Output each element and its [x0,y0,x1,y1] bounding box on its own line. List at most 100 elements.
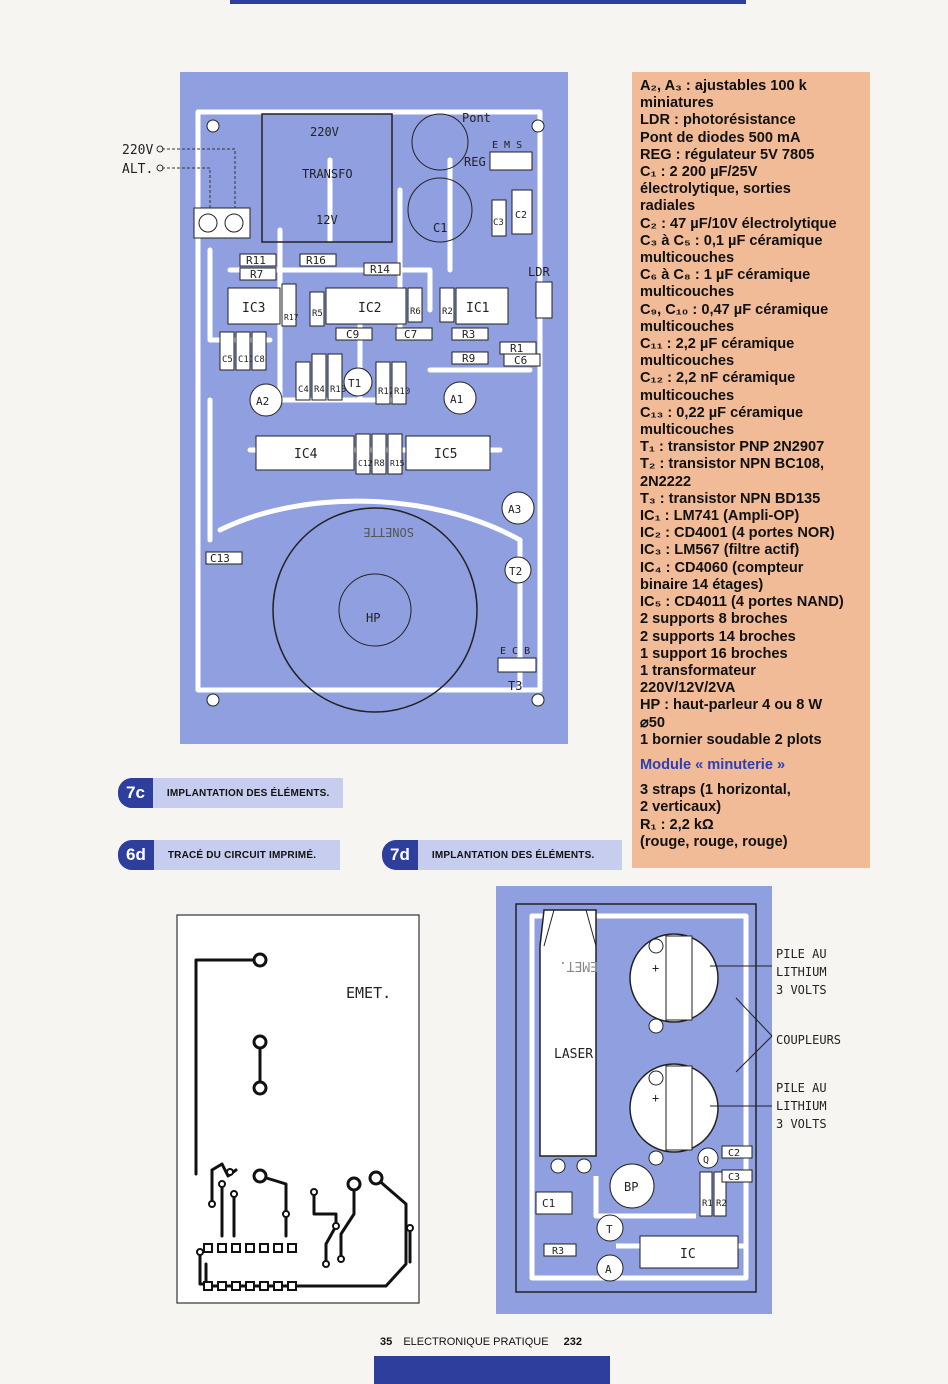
svg-text:REG: REG [464,155,486,169]
parts-list-line: IC₅ : CD4011 (4 portes NAND) [640,594,844,611]
svg-text:R3: R3 [462,328,475,341]
callout-couplers: COUPLEURS [776,1033,841,1047]
svg-text:T3: T3 [508,679,522,693]
parts-list-line: A₂, A₃ : ajustables 100 k [640,78,807,94]
svg-text:C3: C3 [493,218,504,228]
svg-text:C2: C2 [515,210,527,221]
svg-text:HP: HP [366,611,380,625]
trimmer-a3 [501,491,535,525]
parts-list-line: 1 bornier soudable 2 plots [640,731,822,748]
caption-7d-number: 7d [382,840,418,870]
ic4 [255,435,355,471]
svg-text:E M S: E M S [492,140,522,151]
svg-text:C3: C3 [728,1172,740,1183]
parts-list-line: LDR : photorésistance [640,112,796,129]
ldr [535,281,553,319]
svg-text:E C B: E C B [500,646,530,657]
ic [639,1235,739,1269]
parts-list-line: C₁₁ : 2,2 µF céramique [640,336,795,353]
svg-text:R13: R13 [330,385,346,395]
transistor-t3 [497,657,537,673]
board-7d: LASER EMET. + + PILE AU LITHIUM 3 VOLTS … [496,886,868,1314]
parts-list-line: C₂ : 47 µF/10V électrolytique [640,215,837,232]
parts-list-line: C₁₂ : 2,2 nF céramique [640,370,796,387]
parts-list-line: C₃ à C₅ : 0,1 µF céramique [640,232,823,249]
trimmer-a2 [249,383,283,417]
svg-text:R15: R15 [390,459,405,468]
svg-text:LDR: LDR [528,265,550,279]
svg-text:EMET.: EMET. [559,958,598,973]
ic3 [227,287,281,325]
parts-list-line: IC₄ : CD4060 (compteur [640,559,804,576]
module-heading: Module « minuterie » [640,756,786,773]
label-220v-in: 220V [122,143,153,158]
caption-7c-number: 7c [118,778,153,808]
parts-list-line: binaire 14 étages) [640,576,764,593]
svg-text:EMET.: EMET. [346,984,391,1002]
svg-text:+: + [652,1091,659,1105]
parts-list-line: C₉, C₁₀ : 0,47 µF céramique [640,301,829,318]
parts-list-line: ⌀50 [640,714,666,731]
svg-text:TRANSFO: TRANSFO [302,167,353,181]
svg-text:LITHIUM: LITHIUM [776,965,827,979]
svg-text:BP: BP [624,1180,638,1194]
ic1 [455,287,509,325]
parts-list-line: 1 transformateur [640,662,756,679]
svg-text:T2: T2 [509,565,522,578]
transformer [261,113,393,243]
parts-list-line: IC₂ : CD4001 (4 portes NOR) [640,525,835,542]
parts-list-line: multicouches [640,250,735,267]
parts-list-line: Pont de diodes 500 mA [640,129,801,146]
parts-list-line: HP : haut-parleur 4 ou 8 W [640,697,823,714]
svg-text:C7: C7 [404,328,417,341]
svg-text:IC2: IC2 [358,301,381,316]
svg-text:LASER: LASER [554,1047,593,1062]
callout-battery-top: PILE AU [776,947,827,961]
parts-list-line: multicouches [640,318,735,335]
parts-list-line: 2 supports 14 broches [640,628,796,645]
parts-list-line: 2 supports 8 broches [640,611,788,628]
svg-text:C13: C13 [210,552,230,565]
parts-list-line: électrolytique, sorties [640,181,791,198]
caption-7d-text: IMPLANTATION DES ÉLÉMENTS. [417,840,622,870]
caption-6d: 6d TRACÉ DU CIRCUIT IMPRIMÉ. [118,840,340,870]
parts-list-line: radiales [640,198,696,215]
board-6d: EMET. [176,914,422,1306]
speaker-center [338,573,412,647]
caption-7c-text: IMPLANTATION DES ÉLÉMENTS. [152,778,343,808]
parts-list-line: multicouches [640,422,735,439]
parts-list-line: C₁ : 2 200 µF/25V [640,164,758,181]
svg-text:12V: 12V [316,213,338,227]
magazine-title: ELECTRONIQUE PRATIQUE [403,1336,549,1348]
terminal-block [193,207,251,239]
svg-text:R9: R9 [462,352,475,365]
svg-text:R12: R12 [378,387,394,397]
svg-text:R3: R3 [552,1246,564,1257]
svg-text:IC: IC [680,1247,696,1262]
svg-text:A1: A1 [450,393,463,406]
svg-text:R4: R4 [314,385,325,395]
svg-text:R10: R10 [394,387,410,397]
caption-6d-number: 6d [118,840,154,870]
svg-text:LITHIUM: LITHIUM [776,1099,827,1113]
svg-text:220V: 220V [310,125,339,139]
svg-text:IC1: IC1 [466,301,489,316]
svg-text:R17: R17 [284,313,299,322]
svg-text:C11: C11 [238,355,254,365]
module-list-line: 3 straps (1 horizontal, [640,782,791,799]
svg-text:R14: R14 [370,263,390,276]
svg-text:R7: R7 [250,268,263,281]
svg-text:Q: Q [703,1155,709,1166]
page-number: 35 [380,1336,393,1348]
parts-list-line: multicouches [640,387,735,404]
parts-list-line: IC₃ : LM567 (filtre actif) [640,542,800,559]
svg-text:C8: C8 [254,355,265,365]
svg-text:3 VOLTS: 3 VOLTS [776,1117,827,1131]
parts-list-line: multicouches [640,284,735,301]
svg-text:IC3: IC3 [242,301,265,316]
parts-list-line: T₁ : transistor PNP 2N2907 [640,439,825,456]
trimmer-a1 [443,381,477,415]
push-button-bp [609,1163,655,1209]
parts-list-line: multicouches [640,353,735,370]
svg-text:IC5: IC5 [434,447,457,462]
